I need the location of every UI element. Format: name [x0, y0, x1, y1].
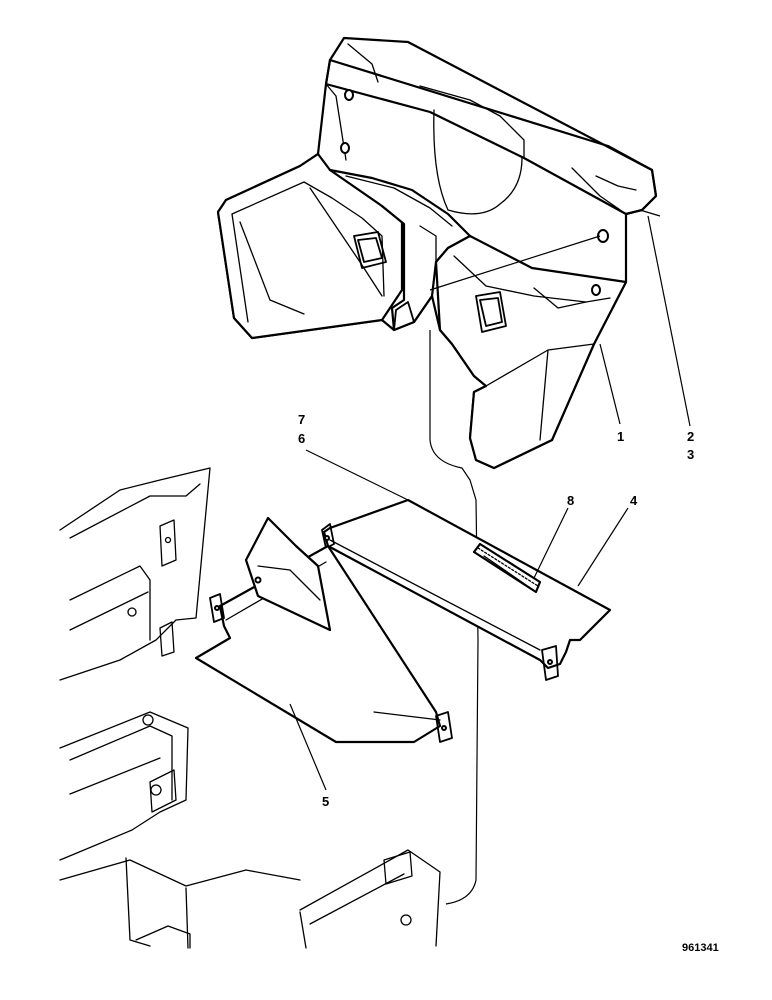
leader-6-7 [305, 449, 409, 501]
seal-strip-part-8 [472, 542, 542, 594]
callout-1: 1 [617, 429, 624, 444]
leader-8 [533, 507, 569, 579]
leader-2-3-tick [639, 209, 661, 217]
leader-4 [577, 507, 629, 587]
floor-plate-part-4 [321, 498, 612, 681]
console-cowl-part-1 [216, 36, 658, 470]
assembly-link-line [429, 330, 479, 905]
floor-plate-part-5 [194, 516, 453, 744]
leader-2-3 [647, 215, 691, 427]
callout-5: 5 [322, 794, 329, 809]
callout-3: 3 [687, 447, 694, 462]
callout-7: 7 [298, 412, 305, 427]
callout-8: 8 [567, 493, 574, 508]
chassis-frame [59, 467, 441, 949]
callout-2: 2 [687, 429, 694, 444]
callout-4: 4 [630, 493, 638, 508]
leader-5 [289, 703, 327, 791]
drawing-reference-number: 961341 [682, 942, 719, 954]
callout-6: 6 [298, 431, 305, 446]
leader-1 [599, 343, 621, 425]
leader-hole [429, 235, 601, 291]
